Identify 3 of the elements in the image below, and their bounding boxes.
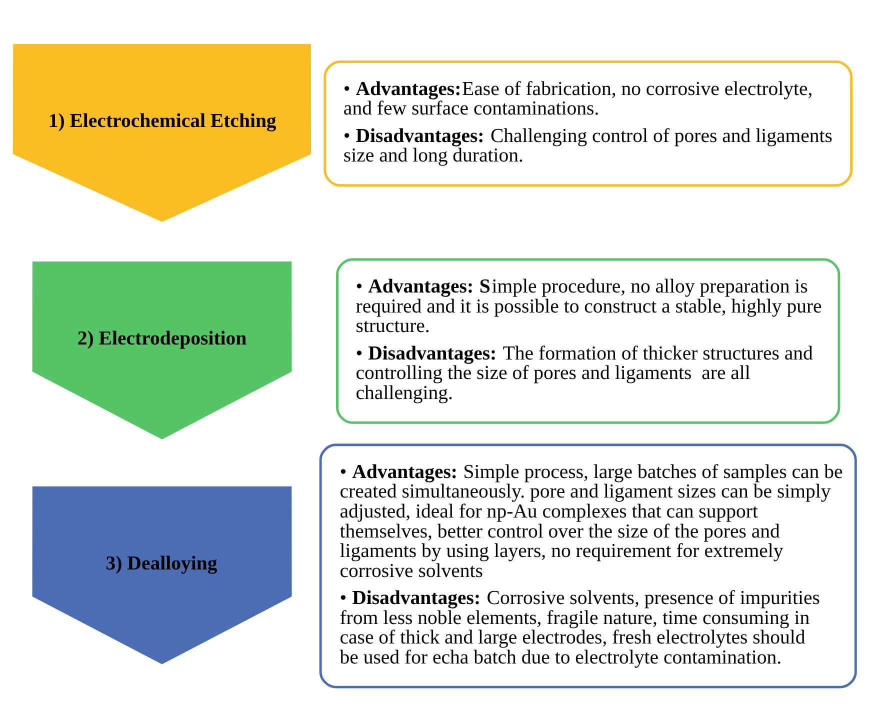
node-box: • Advantages: Simple procedure, no alloy preparation is required and it is possible to construct a stable, highly pure structure. • Disadvantages: The formation of thicker structures and controlling the size of pores and ligaments are all challenging. [336, 258, 840, 424]
node-box: • Advantages: Simple process, large batches of samples can be created simultaneously. pore and ligament sizes can be simply adjusted, ideal for np-Au complexes that can support themselves, better control over the size of the pores and ligaments by using layers, no requirement for extremely corrosive solvents • Disadvantages: Corrosive solvents, presence of impurities from less noble elements, fragile nature, time consuming in case of thick and large electrodes, fresh electrolytes should be used for echa batch due to electrolyte contamination. [319, 444, 857, 688]
node-box: • Advantages:Ease of fabrication, no corrosive electrolyte, and few surface contaminations. • Disadvantages: Challenging control of pores and ligaments size and long duration. [324, 60, 853, 187]
